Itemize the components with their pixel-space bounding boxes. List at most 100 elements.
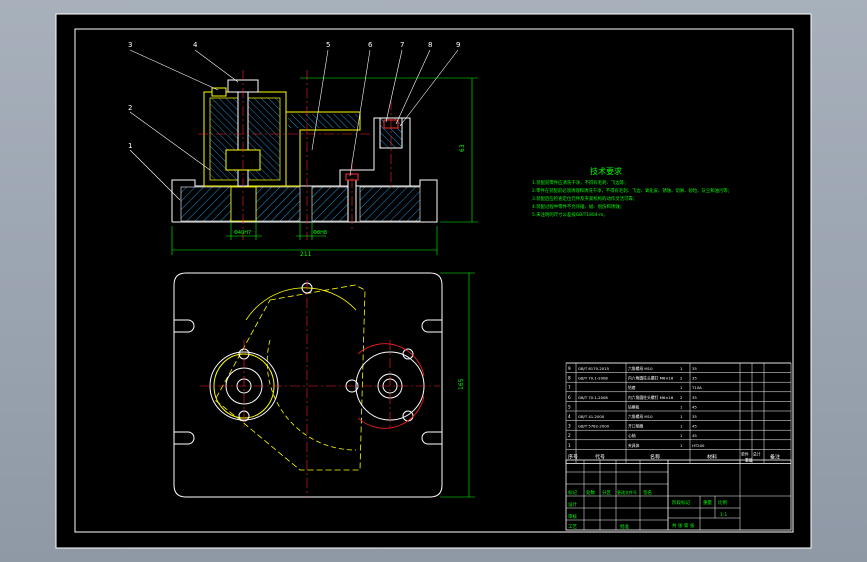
tb-doc: 更改文件号 — [617, 489, 637, 495]
bom-row-qty: 1 — [680, 404, 683, 409]
tb-sheets: 共 张 第 张 — [672, 522, 695, 529]
hatch-right — [359, 186, 421, 222]
balloon-3: 3 — [128, 41, 132, 49]
balloon-4: 4 — [193, 41, 198, 49]
bom-row-code: GB/T 41-2000 — [578, 414, 605, 419]
right-support — [339, 117, 411, 186]
bom-row-name: 夹具体 — [628, 443, 640, 448]
bom-row-name: 钻套 — [628, 385, 636, 390]
title-block — [565, 459, 792, 531]
bom-row-material: 35 — [692, 376, 697, 381]
slot-br — [421, 431, 442, 445]
dimensions — [171, 77, 478, 498]
bom-row-name: 心轴 — [628, 433, 636, 438]
balloon-8: 8 — [428, 41, 432, 49]
bom-row-qty: 1 — [680, 385, 683, 390]
tb-scale: 比例 — [718, 499, 727, 506]
bom-row-name: 六角螺母 M10 — [628, 414, 653, 419]
drawing-frame — [74, 28, 794, 533]
arc-yellow-2 — [266, 339, 357, 451]
bom-row-material: 45 — [692, 433, 697, 438]
bom-row-code: GB/T 70.1-2008 — [578, 376, 608, 381]
bom-row-material: HT200 — [692, 443, 705, 448]
bom-header-material: 材料 — [707, 453, 717, 460]
tb-count: 处数 — [586, 489, 595, 496]
tb-scale-val: 1:1 — [720, 512, 727, 518]
bom-row-material: 35 — [692, 395, 697, 400]
tb-stage: 阶段标记 — [672, 499, 690, 506]
washer — [211, 87, 227, 97]
top-view — [173, 272, 443, 498]
bom-row-no: 8 — [568, 376, 571, 381]
dim-plan-height: 165 — [458, 378, 465, 390]
bom-row-qty: 1 — [680, 366, 683, 371]
note-line-5: 5.未注明的尺寸公差按GB/T1804-m。 — [532, 211, 608, 218]
hatch-left — [180, 186, 232, 222]
bom-row-name: 六角螺母 M10 — [628, 366, 653, 371]
bom-header-no: 序号 — [568, 453, 578, 460]
tb-check: 审核 — [568, 513, 577, 520]
mandrel — [230, 186, 257, 222]
bom-row-qty: 2 — [680, 376, 683, 381]
bom-row-name: 钻模板 — [628, 404, 640, 409]
tb-sign: 签名 — [643, 489, 652, 496]
bom-row-material: 35 — [692, 414, 697, 419]
note-line-1: 1.装配前零件应清洗干净，不得有毛刺、飞边等； — [532, 179, 628, 186]
leaders — [129, 49, 459, 201]
tb-weight: 重量 — [703, 499, 712, 506]
tb-zone: 分区 — [602, 489, 611, 496]
bom-header-note: 备注 — [770, 453, 780, 460]
bom-row-qty: 1 — [680, 443, 683, 448]
drill-plate-hatch — [288, 114, 358, 128]
tb-approve: 批准 — [620, 523, 629, 530]
bom-row-material: 45 — [692, 424, 697, 429]
bom-row-qty: 1 — [680, 433, 683, 438]
hatch-mid — [255, 186, 301, 222]
dim-height: 63 — [459, 144, 466, 152]
red-arc-2 — [357, 395, 425, 429]
balloon-7: 7 — [400, 41, 404, 49]
bom-row-no: 1 — [568, 443, 571, 448]
paper — [55, 13, 812, 549]
bom-row-no: 9 — [568, 366, 571, 371]
hatch-mid2 — [311, 186, 351, 222]
bom-row-no: 7 — [568, 385, 571, 390]
bom-header-unit: 单件 — [741, 451, 749, 456]
tb-process: 工艺 — [568, 524, 577, 530]
bom-row-no: 5 — [568, 404, 571, 409]
dim-bore-left: Φ40H7 — [234, 230, 251, 236]
bom-row-code: GB/T 5782-2000 — [578, 424, 610, 429]
slot-tl — [174, 319, 195, 333]
plate-outline — [173, 272, 443, 498]
bom-row-material: 45 — [692, 404, 697, 409]
bom-row-qty: 1 — [680, 414, 683, 419]
bom-header-code: 代号 — [595, 453, 605, 460]
bom-row-code: GB/T 70.1-2008 — [578, 395, 608, 400]
bom-row-qty: 2 — [680, 395, 683, 400]
notes-title: 技术要求 — [590, 166, 622, 176]
red-arc — [357, 343, 425, 377]
dim-bore-right: Φ8H8 — [313, 230, 327, 236]
tb-mark: 标记 — [568, 489, 577, 496]
balloon-6: 6 — [368, 41, 373, 49]
balloon-1: 1 — [128, 142, 132, 150]
bom-row-no: 2 — [568, 433, 571, 438]
bom-row-no: 6 — [568, 395, 571, 400]
bom-row-material: T10A — [691, 385, 702, 390]
bush-screw-top — [402, 348, 414, 360]
balloon-2: 2 — [128, 104, 132, 112]
bom-row-name: 开口垫圈 — [628, 424, 643, 429]
bom-row-no: 3 — [568, 424, 571, 429]
note-line-3: 3.装配后应检查定位元件及夹紧机构的动作灵活可靠； — [532, 195, 637, 202]
base-outline — [171, 179, 438, 223]
arc-yellow — [245, 287, 357, 321]
slot-bl — [174, 431, 195, 445]
bom-header-name: 名称 — [650, 453, 660, 460]
slot-tr — [421, 319, 442, 333]
bom-row-material: 35 — [692, 366, 697, 371]
front-view — [171, 70, 438, 240]
bom-header-total: 总计 — [753, 451, 761, 456]
